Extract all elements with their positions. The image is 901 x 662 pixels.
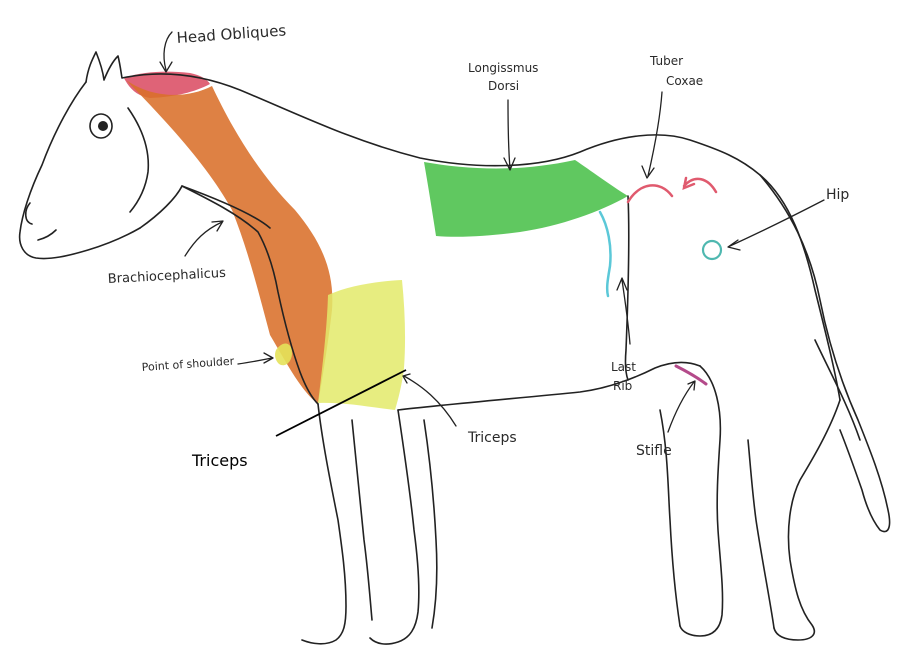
head-obliques-arrow [160, 32, 172, 72]
horse-cheek [128, 108, 148, 212]
label-rib: Rib [613, 379, 632, 393]
label-dorsi: Dorsi [488, 79, 519, 93]
tuber-coxae-mark-2 [684, 178, 716, 192]
stifle-arrow [668, 381, 695, 432]
point-of-shoulder-arrow [238, 353, 273, 364]
hip-arrow [728, 200, 824, 250]
hip-mark [703, 241, 721, 259]
label-stifle: Stifle [636, 443, 672, 459]
stifle-mark [676, 366, 706, 384]
longissimus-dorsi-region [424, 160, 628, 237]
longissimus-arrow [504, 100, 515, 170]
label-triceps-typed: Triceps [191, 451, 248, 470]
horse-hind-leg-front [680, 366, 723, 636]
horse-tail [760, 175, 890, 532]
horse-head-front [20, 82, 140, 259]
horse-belly [398, 362, 700, 410]
label-coxae: Coxae [666, 74, 703, 88]
horse-hind-leg-rear [774, 400, 840, 640]
label-longissimus: Longissmus [468, 61, 538, 75]
last-rib-mark [600, 212, 611, 296]
label-brachiocephalicus: Brachiocephalicus [107, 266, 226, 287]
horse-front-leg-2 [370, 410, 419, 644]
horse-nostril [26, 203, 32, 224]
label-head-obliques: Head Obliques [176, 21, 287, 47]
label-tuber: Tuber [649, 54, 683, 68]
label-triceps-hand: Triceps [467, 430, 517, 446]
label-point-of-shoulder: Point of shoulder [141, 355, 235, 374]
tuber-coxae-mark-1 [628, 185, 672, 202]
horse-pupil [98, 121, 108, 131]
horse-front-leg-2-back [424, 420, 437, 628]
brachiocephalicus-arrow [185, 221, 223, 256]
horse-front-leg-1-back [352, 420, 372, 620]
triceps-hand-arrow [403, 374, 456, 426]
label-hip: Hip [826, 187, 849, 203]
label-last: Last [611, 360, 636, 374]
triceps-region [318, 280, 405, 410]
horse-front-leg-1 [302, 404, 346, 644]
horse-mouth [38, 230, 56, 240]
